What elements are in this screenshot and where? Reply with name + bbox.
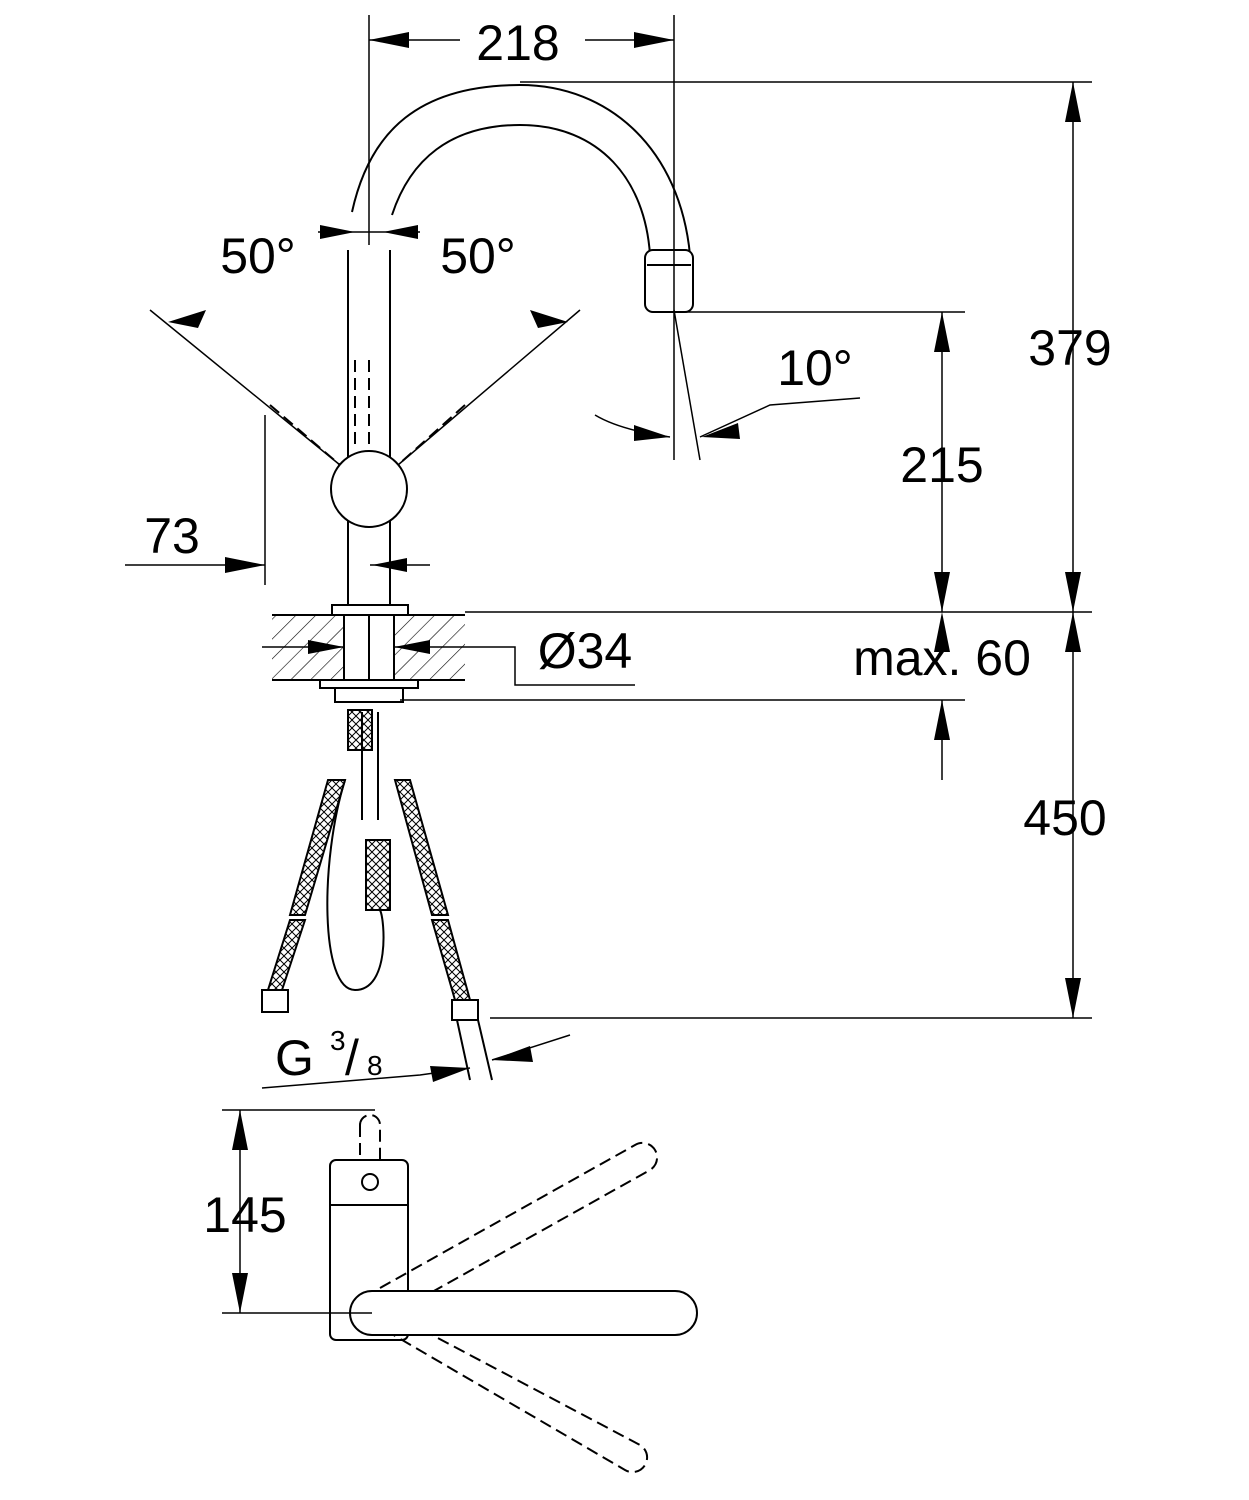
dim-lever-angle-right: 50° — [440, 228, 516, 284]
dim-top-view-depth: 145 — [203, 1187, 286, 1243]
faucet-top-view — [329, 1114, 698, 1474]
dimension-lines — [125, 15, 1092, 1089]
svg-text:/: / — [345, 1030, 359, 1086]
supply-hoses — [261, 709, 493, 1081]
svg-text:G: G — [275, 1030, 314, 1086]
svg-text:8: 8 — [367, 1050, 383, 1081]
dim-total-height: 379 — [1028, 320, 1111, 376]
dim-hose-length: 450 — [1023, 790, 1106, 846]
dim-lever-angle-left: 50° — [220, 228, 296, 284]
faucet-side-view — [269, 83, 694, 616]
svg-text:3: 3 — [330, 1025, 346, 1056]
dim-connection-thread: G 3 / 8 — [275, 1025, 383, 1086]
counter-section — [272, 614, 465, 703]
dim-hole-diameter: Ø34 — [538, 623, 633, 679]
dim-spout-reach: 218 — [476, 15, 559, 71]
top-view-dims — [222, 1109, 375, 1314]
dim-max-counter-thickness: max. 60 — [853, 630, 1031, 686]
dim-lever-offset: 73 — [144, 508, 200, 564]
dim-spout-angle: 10° — [777, 340, 853, 396]
dim-spout-height: 215 — [900, 437, 983, 493]
